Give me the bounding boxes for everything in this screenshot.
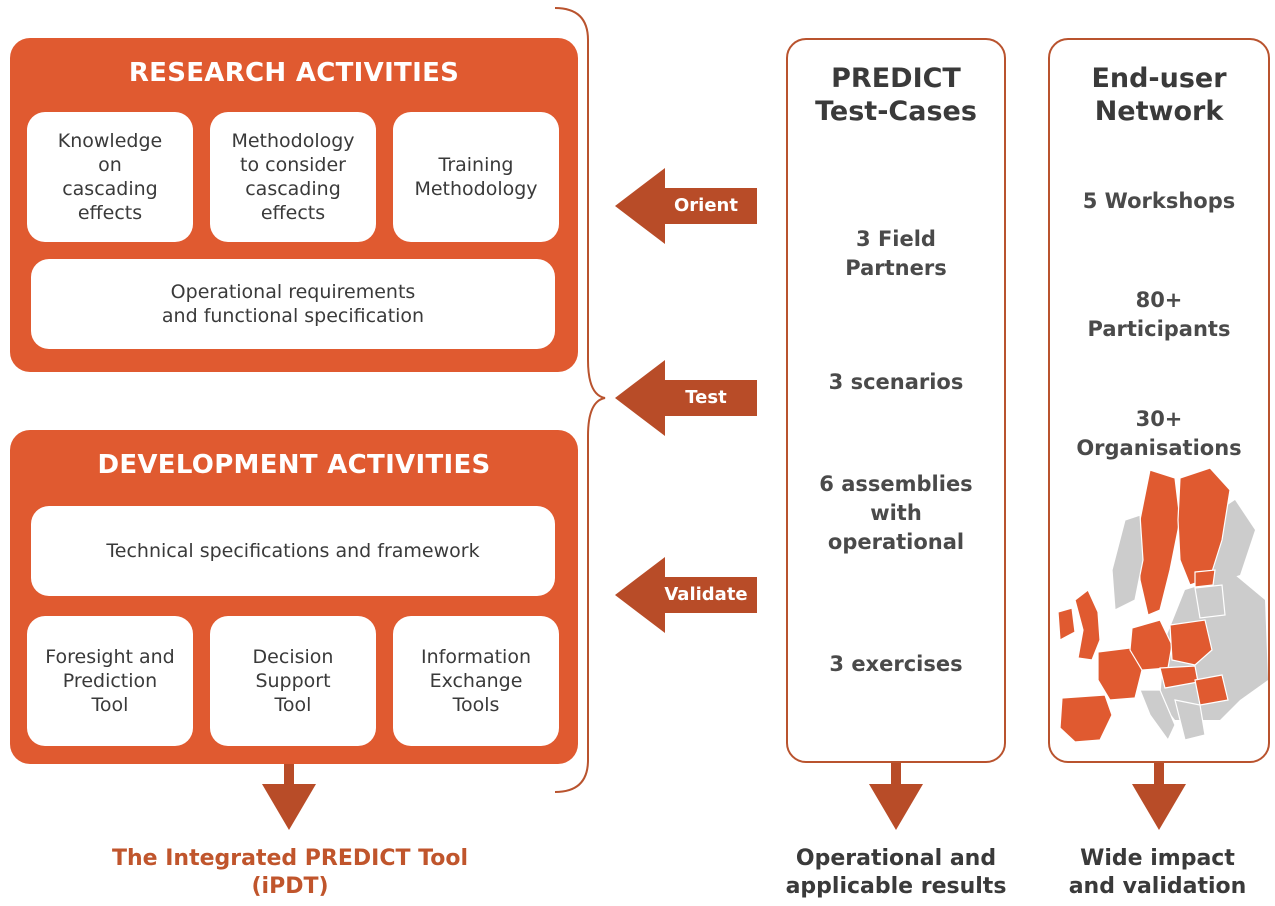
development-card-foresight: Foresight and Prediction Tool (27, 616, 193, 746)
impact-label: Wide impact and validation (1068, 846, 1247, 899)
test-cases-field-partners: 3 Field Partners (845, 227, 947, 280)
integrated-tool-label: The Integrated PREDICT Tool (iPDT) (111, 846, 469, 899)
test-cases-title: PREDICT Test-Cases (815, 63, 977, 127)
orient-arrow-shape (615, 168, 757, 244)
network-organisations: 30+ Organisations (1076, 407, 1242, 460)
tool-down-arrow-head (262, 784, 316, 830)
research-card-methodology: Methodology to consider cascading effect… (210, 112, 376, 242)
test-cases-column (786, 38, 1006, 763)
network-workshops: 5 Workshops (1082, 189, 1236, 213)
tool-down-arrow-stem (284, 762, 294, 784)
research-card-operational-requirements: Operational requirements and functional … (31, 259, 555, 349)
network-title: End-user Network (1091, 63, 1227, 127)
validate-arrow-shape (615, 557, 757, 633)
development-activities-title: DEVELOPMENT ACTIVITIES (97, 450, 491, 480)
research-card-training: Training Methodology (393, 112, 559, 242)
impact-down-arrow-head (1132, 784, 1186, 830)
impact-down-arrow-stem (1154, 762, 1164, 784)
results-down-arrow-head (869, 784, 923, 830)
research-activities-title: RESEARCH ACTIVITIES (128, 58, 460, 88)
test-arrow-label: Test (685, 387, 727, 408)
network-participants: 80+ Participants (1087, 288, 1231, 341)
development-card-information-exchange: Information Exchange Tools (393, 616, 559, 746)
test-cases-assemblies: 6 assemblies with operational (819, 472, 973, 554)
orient-arrow-label: Orient (674, 195, 738, 216)
results-label: Operational and applicable results (785, 846, 1007, 899)
curly-brace (554, 7, 606, 793)
development-card-technical-specifications: Technical specifications and framework (31, 506, 555, 596)
test-arrow-shape (615, 360, 757, 436)
test-cases-scenarios: 3 scenarios (828, 370, 964, 394)
development-card-decision-support: Decision Support Tool (210, 616, 376, 746)
research-card-knowledge: Knowledge on cascading effects (27, 112, 193, 242)
test-cases-exercises: 3 exercises (829, 652, 963, 676)
results-down-arrow-stem (891, 762, 901, 784)
validate-arrow-label: Validate (664, 584, 748, 605)
